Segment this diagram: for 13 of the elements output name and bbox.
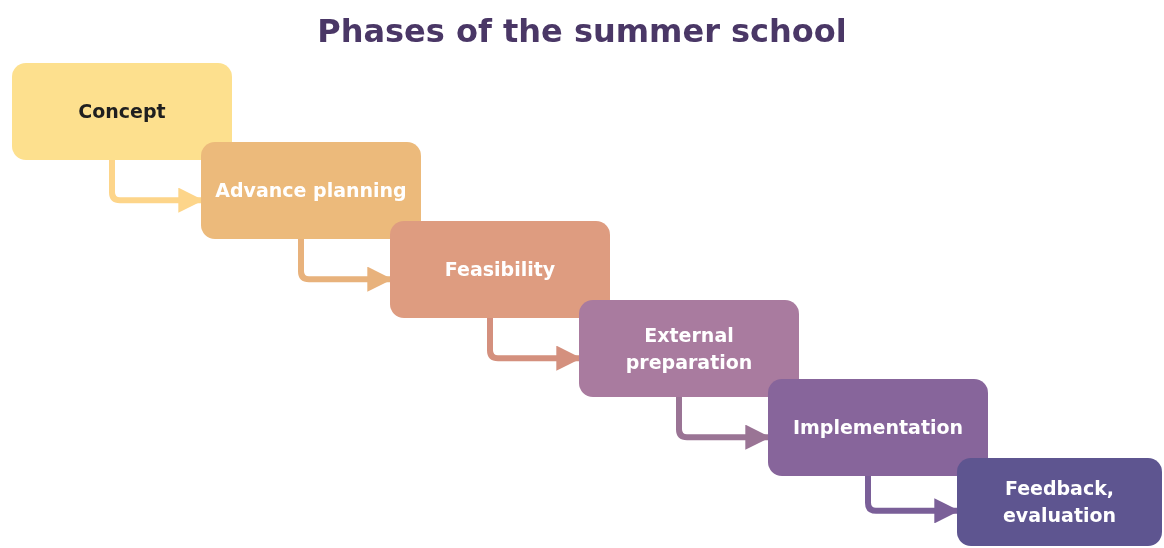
phase-label: Feedback, evaluation	[1001, 476, 1118, 528]
phase-box	[201, 142, 421, 239]
phase-label: Concept	[78, 99, 166, 125]
phase-box	[768, 379, 988, 476]
phase-box	[390, 221, 610, 318]
phase-box	[12, 63, 232, 160]
phase-box	[579, 300, 799, 397]
phase-label: Feasibility	[444, 257, 556, 283]
phase-box	[957, 458, 1162, 546]
phase-label: External preparation	[624, 322, 754, 375]
phase-label: Implementation	[792, 415, 964, 441]
title: Phases of the summer school	[316, 12, 848, 50]
phase-label: Advance planning	[215, 178, 407, 204]
